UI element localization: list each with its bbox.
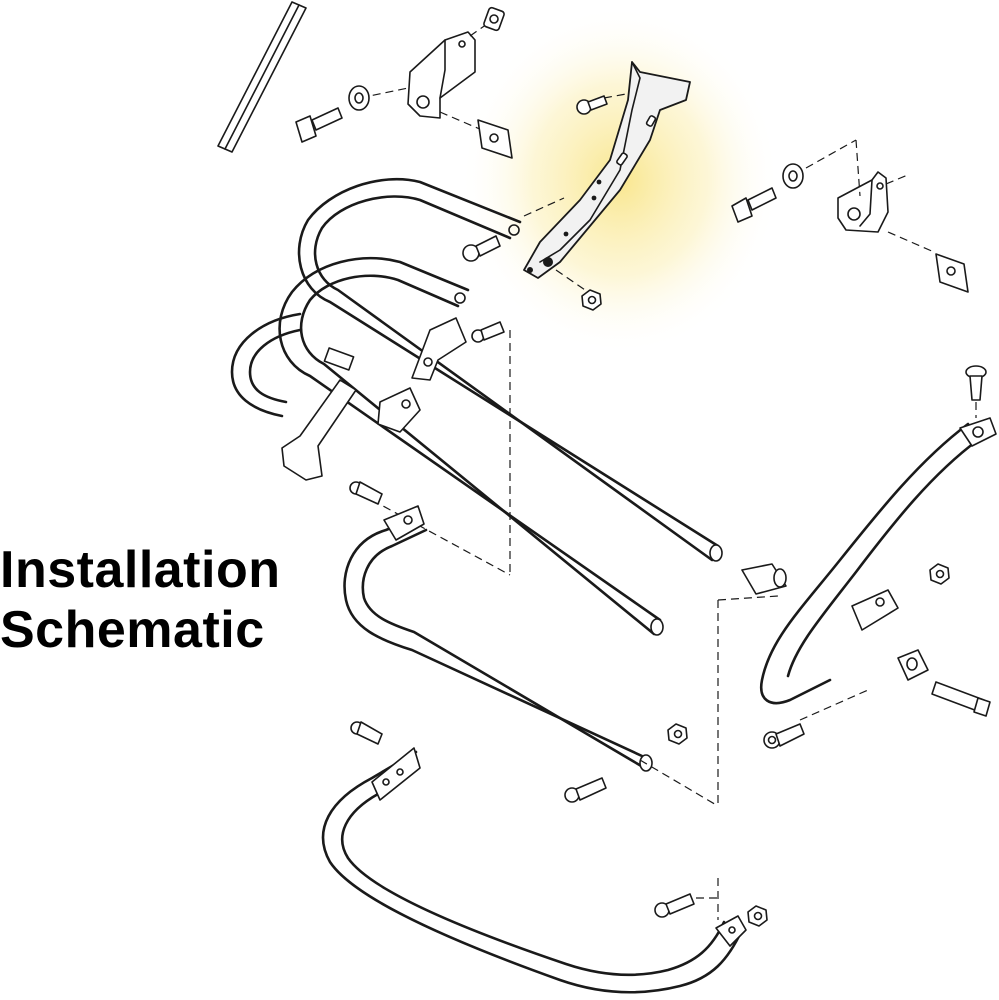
hex-nut-bracket [581,289,602,311]
hex-nut-bottom [747,905,768,927]
mounting-bracket-highlighted [523,61,691,293]
upper-u-frame [297,177,723,562]
middle-u-bar [343,505,653,772]
hex-nut-right [929,563,950,585]
clip-nut-upper-left [477,119,513,159]
lower-inner-frame [230,312,302,418]
washer-right [782,163,804,189]
guide-line-left [371,499,511,576]
bolt-middle-left [349,481,383,505]
bolt-lower-right [763,723,805,749]
bolt-bottom-left [350,721,383,745]
crossbar-clamp [281,317,467,481]
guide-box-right [639,595,869,807]
upper-left-bracket-assembly [359,21,491,131]
bolt-right-top [965,365,987,418]
right-curved-arm [759,417,997,705]
hex-nut-middle [667,723,688,745]
bolt-bracket-left [462,235,501,262]
bolt-middle-lower [564,777,607,803]
bolt-bottom-right [654,878,719,920]
bolt-bracket-top [576,95,608,115]
second-u-frame [278,256,664,636]
clip-nut-right [935,253,969,293]
bolt-clamp [471,321,505,343]
washer-top-left [348,85,370,111]
bottom-u-bar [321,747,747,994]
spacer-right [897,649,929,681]
title-line-1: Installation [0,541,281,599]
trim-strip [217,1,307,153]
bolt-top-left [295,107,343,143]
spacer-sleeve [741,563,787,595]
upper-right-bracket-assembly [805,139,935,253]
bolt-right [731,187,777,223]
title-line-2: Schematic [0,601,265,659]
long-bolt-right [931,681,991,717]
clip-nut-top [483,6,505,32]
